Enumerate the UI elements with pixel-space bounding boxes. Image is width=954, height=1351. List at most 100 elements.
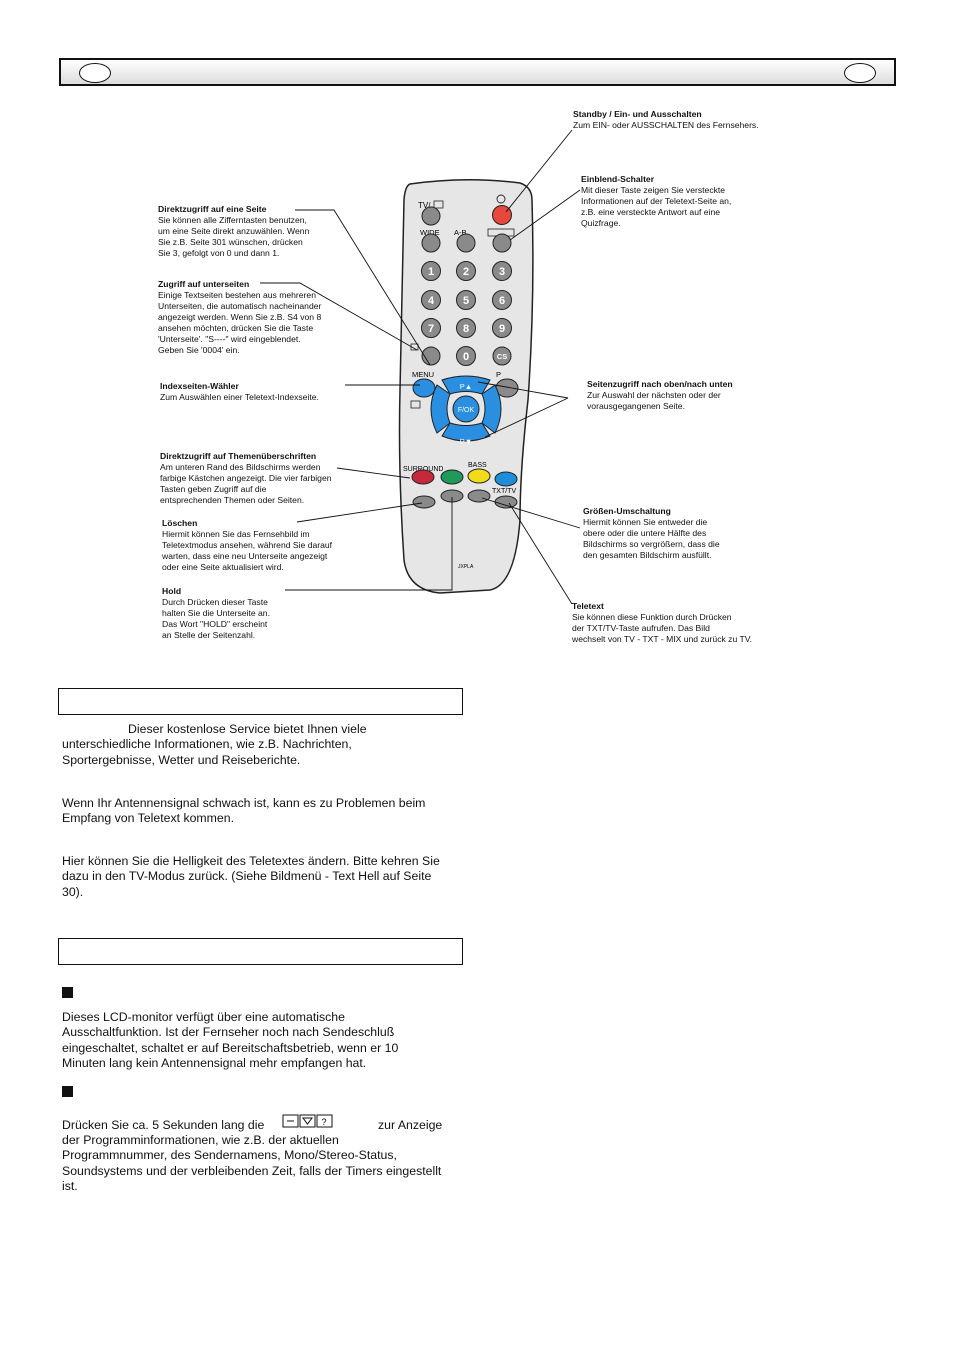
- brightness-text: Hier können Sie die Helligkeit des Telet…: [62, 854, 440, 899]
- annotation-title: Direktzugriff auf Themenüberschriften: [160, 451, 317, 461]
- section-header-box-1: [58, 688, 463, 715]
- annotation-title: Teletext: [572, 601, 604, 611]
- digit-button-6[interactable]: [492, 290, 512, 310]
- menu-button: [412, 378, 436, 398]
- digit-button-1[interactable]: [421, 261, 441, 281]
- annotation-teletext: Teletext Sie können diese Funktion durch…: [572, 601, 752, 645]
- teletext-intro-text: Dieser kostenlose Service bietet Ihnen v…: [62, 722, 367, 767]
- red-button: [411, 469, 435, 485]
- index-icon: [410, 400, 421, 409]
- p-down-label: P▼: [460, 437, 472, 446]
- bullet-square: [62, 1086, 73, 1097]
- yellow-button: [467, 468, 491, 484]
- annotation-body: Sie können diese Funktion durch Drücken …: [572, 612, 753, 644]
- subpage-button: [421, 346, 441, 366]
- annotation-einblend: Einblend-Schalter Mit dieser Taste zeige…: [581, 174, 731, 229]
- digit-button-2[interactable]: [456, 261, 476, 281]
- cs-label: CS: [497, 352, 507, 361]
- digit-label: 3: [499, 266, 505, 278]
- standby-button: [492, 205, 512, 225]
- digit-button-4[interactable]: [421, 290, 441, 310]
- annotation-body: Einige Textseiten bestehen aus mehreren …: [158, 290, 322, 355]
- digit-button-8[interactable]: [456, 318, 476, 338]
- digit-label: 4: [428, 295, 435, 307]
- annotation-title: Indexseiten-Wähler: [160, 381, 239, 391]
- bullet-square: [62, 987, 73, 998]
- annotation-standby: Standby / Ein- und Ausschalten Zum EIN- …: [573, 109, 759, 131]
- info-suffix-text: zur Anzeige: [378, 1118, 443, 1132]
- annotation-body: Sie können alle Zifferntasten benutzen, …: [158, 215, 310, 258]
- nav-left-button: [430, 384, 451, 434]
- annotation-direktzugriff-seite: Direktzugriff auf eine Seite Sie können …: [158, 204, 309, 259]
- svg-text:?: ?: [321, 1117, 326, 1127]
- digit-button-0[interactable]: [456, 346, 476, 366]
- fok-button: [452, 395, 480, 423]
- annotation-title: Direktzugriff auf eine Seite: [158, 204, 267, 214]
- digit-label: 0: [463, 351, 469, 363]
- leader-seitenzugriff-2: [484, 397, 569, 438]
- bass-label: BASS: [468, 462, 487, 469]
- info-key-icon: ?: [282, 1114, 333, 1128]
- green-button: [440, 469, 464, 485]
- wide-label: WIDE: [420, 228, 440, 237]
- digit-button-3[interactable]: [492, 261, 512, 281]
- p-up-label: P▲: [460, 382, 472, 391]
- size-button: [467, 489, 491, 503]
- annotation-body: Am unteren Rand des Bildschirms werden f…: [160, 462, 332, 505]
- annotation-body: Hiermit können Sie entweder die obere od…: [583, 517, 720, 560]
- annotation-body: Zum Auswählen einer Teletext-Indexseite.: [160, 392, 319, 402]
- leader-groessen: [481, 497, 581, 529]
- cs-button: [492, 346, 512, 366]
- ab-button: [456, 233, 476, 253]
- digit-label: 8: [463, 323, 469, 335]
- standby-icon: [496, 194, 506, 204]
- leader-direktzugriff: [295, 209, 431, 366]
- info-prefix-text: Drücken Sie ca. 5 Sekunden lang die: [62, 1118, 265, 1132]
- annotation-title: Einblend-Schalter: [581, 174, 655, 184]
- annotation-title: Hold: [162, 586, 182, 596]
- header-bar: [59, 58, 896, 86]
- digit-button-7[interactable]: [421, 318, 441, 338]
- fok-label: F/OK: [458, 407, 475, 414]
- ab-label: A-B: [454, 228, 467, 237]
- tv-button: [421, 206, 441, 226]
- menu-label: MENU: [412, 370, 434, 379]
- digit-label: 6: [499, 295, 505, 307]
- surround-label: SURROUND: [403, 466, 443, 473]
- annotation-body: Zum EIN- oder AUSSCHALTEN des Fernsehers…: [573, 120, 759, 130]
- annotation-body: Durch Drücken dieser Taste halten Sie di…: [162, 597, 270, 640]
- auto-off-text: Dieses LCD-monitor verfügt über eine aut…: [62, 1010, 399, 1070]
- leader-teletext: [508, 502, 573, 605]
- annotation-hold: Hold Durch Drücken dieser Taste halten S…: [162, 586, 270, 641]
- tv-av-icon: [433, 200, 444, 209]
- leader-einblend: [509, 189, 581, 241]
- header-left-oval: [79, 63, 111, 83]
- annotation-seitenzugriff: Seitenzugriff nach oben/nach unten Zur A…: [587, 379, 733, 412]
- digit-label: 9: [499, 323, 505, 335]
- info-rest-text: der Programminformationen, wie z.B. der …: [62, 1133, 442, 1193]
- digit-label: 7: [428, 323, 434, 335]
- leader-loeschen: [296, 502, 423, 523]
- reveal-button: [492, 233, 512, 253]
- annotation-body: Hiermit können Sie das Fernsehbild im Te…: [162, 529, 333, 572]
- digit-label: 5: [463, 295, 469, 307]
- txttv-label: TXT/TV: [492, 488, 516, 495]
- leader-standby: [505, 129, 573, 213]
- digit-label: 2: [463, 266, 469, 278]
- annotation-loeschen: Löschen Hiermit können Sie das Fernsehbi…: [162, 518, 332, 573]
- digit-button-9[interactable]: [492, 318, 512, 338]
- leader-hold: [285, 497, 453, 591]
- annotation-title: Seitenzugriff nach oben/nach unten: [587, 379, 733, 389]
- blue-button: [494, 471, 518, 487]
- nav-right-button: [481, 384, 502, 434]
- leader-seitenzugriff: [477, 381, 569, 399]
- pp-label: P: [496, 370, 501, 379]
- annotation-themen: Direktzugriff auf Themenüberschriften Am…: [160, 451, 332, 506]
- digit-button-5[interactable]: [456, 290, 476, 310]
- header-right-oval: [844, 63, 876, 83]
- annotation-unterseiten: Zugriff auf unterseiten Einige Textseite…: [158, 279, 321, 356]
- leader-unterseiten: [260, 282, 418, 351]
- antenna-text: Wenn Ihr Antennensignal schwach ist, kan…: [62, 796, 426, 826]
